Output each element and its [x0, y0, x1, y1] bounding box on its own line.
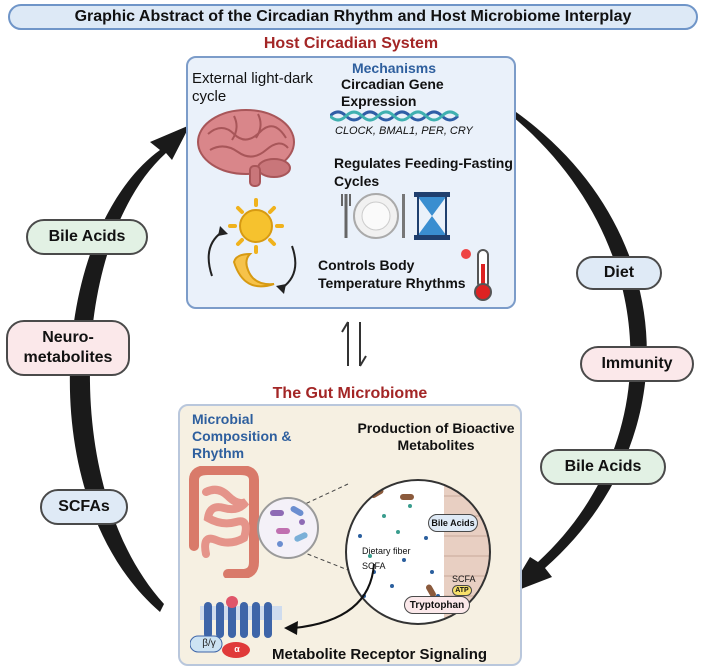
- brain-icon: [197, 109, 295, 187]
- fork-icon: [341, 194, 351, 238]
- plate-icon: [353, 193, 399, 239]
- alpha-label: α: [234, 644, 240, 654]
- microbe-magnifier: [257, 483, 349, 571]
- mechanisms-title: Mechanisms: [351, 60, 437, 76]
- gpcr-receptor-icon: [190, 596, 282, 658]
- immunity-pill: Immunity: [580, 346, 694, 382]
- diagram-title: Graphic Abstract of the Circadian Rhythm…: [8, 4, 698, 30]
- moon-icon: [232, 252, 275, 288]
- host-section-title: Host Circadian System: [263, 35, 439, 52]
- diagram-title-text: Graphic Abstract of the Circadian Rhythm…: [74, 8, 632, 25]
- immunity-text: Immunity: [601, 355, 673, 372]
- sun-icon: [228, 198, 284, 254]
- knife-icon: [402, 194, 405, 238]
- gene-expression-label: Circadian Gene Expression: [341, 76, 444, 109]
- scfas-text: SCFAs: [58, 498, 110, 515]
- gut-section-title: The Gut Microbiome: [272, 385, 428, 402]
- neuro-line2: metabolites: [23, 349, 113, 366]
- beta-gamma-label: β/γ: [202, 638, 216, 649]
- diet-text: Diet: [603, 264, 635, 281]
- bile-acids-tag: Bile Acids: [428, 514, 478, 532]
- right-bile-acids-text: Bile Acids: [564, 458, 642, 475]
- thermometer-icon: [461, 249, 492, 301]
- neuro-line1: Neuro-: [42, 329, 94, 346]
- equilibrium-arrows: [341, 321, 367, 367]
- hourglass-icon: [414, 192, 450, 240]
- gene-list: CLOCK, BMAL1, PER, CRY: [335, 125, 473, 137]
- production-label: Production of Bioactive Metabolites: [357, 420, 515, 453]
- scfas-pill: SCFAs: [40, 489, 128, 525]
- dietary-fiber-label: Dietary fiber: [362, 546, 411, 556]
- light-dark-label: External light-dark cycle: [192, 70, 313, 105]
- receptor-signaling-label: Metabolite Receptor Signaling: [272, 646, 488, 663]
- scfa-cell-label: SCFA: [452, 574, 476, 584]
- left-bile-acids-pill: Bile Acids: [26, 219, 148, 255]
- intestine-icon: [189, 466, 259, 578]
- diet-pill: Diet: [576, 256, 662, 290]
- left-bile-acids-text: Bile Acids: [48, 228, 126, 245]
- neurometabolites-pill: Neuro- metabolites: [6, 320, 130, 376]
- dna-icon: [330, 110, 460, 122]
- feeding-fasting-icon: [341, 192, 450, 240]
- temperature-label: Controls Body Temperature Rhythms: [318, 257, 466, 291]
- circle-to-receptor-arrow: [284, 563, 375, 635]
- composition-label: Microbial Composition & Rhythm: [192, 411, 292, 461]
- sun-moon-cycle: [207, 198, 297, 294]
- right-bile-acids-pill: Bile Acids: [540, 449, 666, 485]
- tryptophan-tag: Tryptophan: [404, 596, 470, 614]
- atp-badge: ATP: [452, 585, 472, 596]
- feeding-label: Regulates Feeding-Fasting Cycles: [334, 155, 513, 189]
